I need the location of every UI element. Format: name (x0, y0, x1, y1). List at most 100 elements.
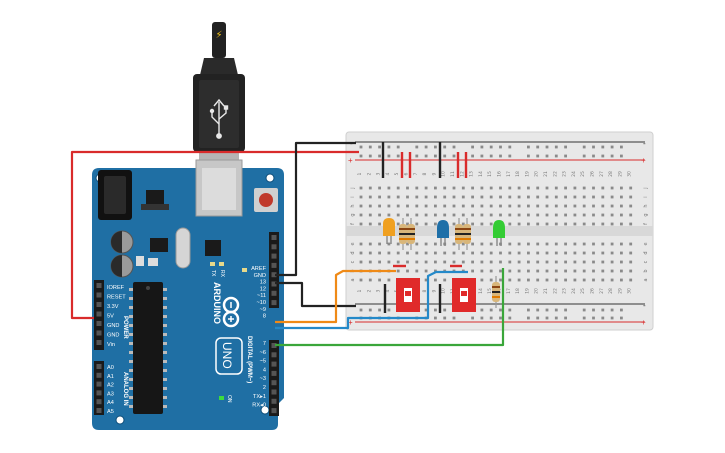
rail-hole[interactable] (554, 154, 558, 158)
breadboard-hole[interactable] (434, 204, 437, 208)
breadboard-hole[interactable] (406, 186, 409, 190)
dip-switch-right[interactable] (452, 278, 476, 312)
led-orange[interactable] (383, 218, 395, 244)
rail-hole[interactable] (508, 145, 512, 149)
rail-hole[interactable] (368, 154, 372, 158)
breadboard-hole[interactable] (461, 213, 465, 217)
breadboard-hole[interactable] (471, 242, 474, 246)
breadboard-hole[interactable] (582, 204, 586, 208)
breadboard-hole[interactable] (601, 195, 605, 199)
wires[interactable] (70, 141, 505, 347)
breadboard-hole[interactable] (517, 213, 521, 217)
breadboard-hole[interactable] (368, 213, 372, 217)
rail-hole[interactable] (592, 145, 595, 149)
breadboard-hole[interactable] (489, 251, 493, 255)
breadboard-hole[interactable] (378, 251, 381, 255)
breadboard-hole[interactable] (434, 195, 437, 199)
breadboard-hole[interactable] (406, 195, 409, 199)
rail-hole[interactable] (536, 316, 540, 320)
breadboard-hole[interactable] (359, 242, 363, 246)
breadboard-hole[interactable] (610, 260, 614, 264)
breadboard-hole[interactable] (517, 242, 521, 246)
breadboard-hole[interactable] (610, 186, 614, 190)
breadboard-hole[interactable] (582, 213, 586, 217)
breadboard-hole[interactable] (601, 278, 605, 282)
header-pin-hole[interactable] (271, 281, 277, 287)
rail-hole[interactable] (489, 154, 493, 158)
breadboard-hole[interactable] (629, 269, 633, 273)
header-pin-hole[interactable] (271, 262, 277, 268)
breadboard-hole[interactable] (489, 242, 493, 246)
breadboard-hole[interactable] (471, 213, 474, 217)
header-pin-hole[interactable] (271, 370, 277, 376)
breadboard-hole[interactable] (452, 195, 456, 199)
header-pin-hole[interactable] (96, 381, 102, 387)
breadboard-hole[interactable] (592, 242, 595, 246)
breadboard-hole[interactable] (424, 251, 428, 255)
breadboard-hole[interactable] (415, 195, 419, 199)
breadboard-hole[interactable] (554, 222, 558, 226)
breadboard-hole[interactable] (499, 251, 502, 255)
rail-hole[interactable] (545, 316, 549, 320)
breadboard-hole[interactable] (592, 260, 595, 264)
breadboard-hole[interactable] (564, 251, 567, 255)
breadboard-hole[interactable] (508, 269, 512, 273)
rail-hole[interactable] (434, 145, 437, 149)
rail-hole[interactable] (508, 316, 512, 320)
breadboard-hole[interactable] (415, 222, 419, 226)
breadboard-hole[interactable] (368, 186, 372, 190)
breadboard-hole[interactable] (424, 186, 428, 190)
breadboard-hole[interactable] (545, 222, 549, 226)
rail-hole[interactable] (564, 145, 567, 149)
breadboard-hole[interactable] (434, 260, 437, 264)
breadboard-hole[interactable] (554, 269, 558, 273)
breadboard-hole[interactable] (480, 251, 484, 255)
header-pin-hole[interactable] (96, 399, 102, 405)
breadboard-hole[interactable] (620, 251, 623, 255)
breadboard-hole[interactable] (434, 242, 437, 246)
rail-hole[interactable] (480, 308, 484, 312)
breadboard-hole[interactable] (489, 195, 493, 199)
breadboard-hole[interactable] (415, 260, 419, 264)
header-pin-hole[interactable] (271, 380, 277, 386)
breadboard-hole[interactable] (434, 213, 437, 217)
breadboard-hole[interactable] (536, 204, 540, 208)
header-pin-hole[interactable] (96, 283, 102, 288)
breadboard-hole[interactable] (461, 195, 465, 199)
breadboard-hole[interactable] (489, 186, 493, 190)
breadboard-hole[interactable] (443, 195, 447, 199)
breadboard-hole[interactable] (517, 204, 521, 208)
breadboard-hole[interactable] (554, 186, 558, 190)
breadboard-hole[interactable] (452, 251, 456, 255)
breadboard-hole[interactable] (480, 242, 484, 246)
breadboard-hole[interactable] (592, 278, 595, 282)
rail-hole[interactable] (582, 145, 586, 149)
rail-hole[interactable] (610, 308, 614, 312)
breadboard-hole[interactable] (424, 269, 428, 273)
rail-hole[interactable] (508, 308, 512, 312)
breadboard-hole[interactable] (443, 204, 447, 208)
rail-hole[interactable] (545, 308, 549, 312)
rail-hole[interactable] (424, 308, 428, 312)
breadboard-hole[interactable] (610, 213, 614, 217)
resistor[interactable] (399, 218, 407, 250)
breadboard-hole[interactable] (396, 186, 400, 190)
rail-hole[interactable] (359, 145, 363, 149)
rail-hole[interactable] (415, 154, 419, 158)
rail-hole[interactable] (378, 308, 381, 312)
breadboard-hole[interactable] (452, 260, 456, 264)
breadboard-hole[interactable] (629, 251, 633, 255)
breadboard-hole[interactable] (378, 278, 381, 282)
rail-hole[interactable] (443, 316, 447, 320)
rail-hole[interactable] (480, 154, 484, 158)
breadboard-hole[interactable] (629, 222, 633, 226)
breadboard-hole[interactable] (378, 204, 381, 208)
breadboard-hole[interactable] (536, 222, 540, 226)
breadboard-hole[interactable] (387, 260, 391, 264)
rail-hole[interactable] (387, 154, 391, 158)
resistor[interactable] (463, 218, 471, 250)
header-pin-hole[interactable] (271, 398, 277, 404)
resistor[interactable] (407, 218, 415, 250)
rail-hole[interactable] (536, 154, 540, 158)
